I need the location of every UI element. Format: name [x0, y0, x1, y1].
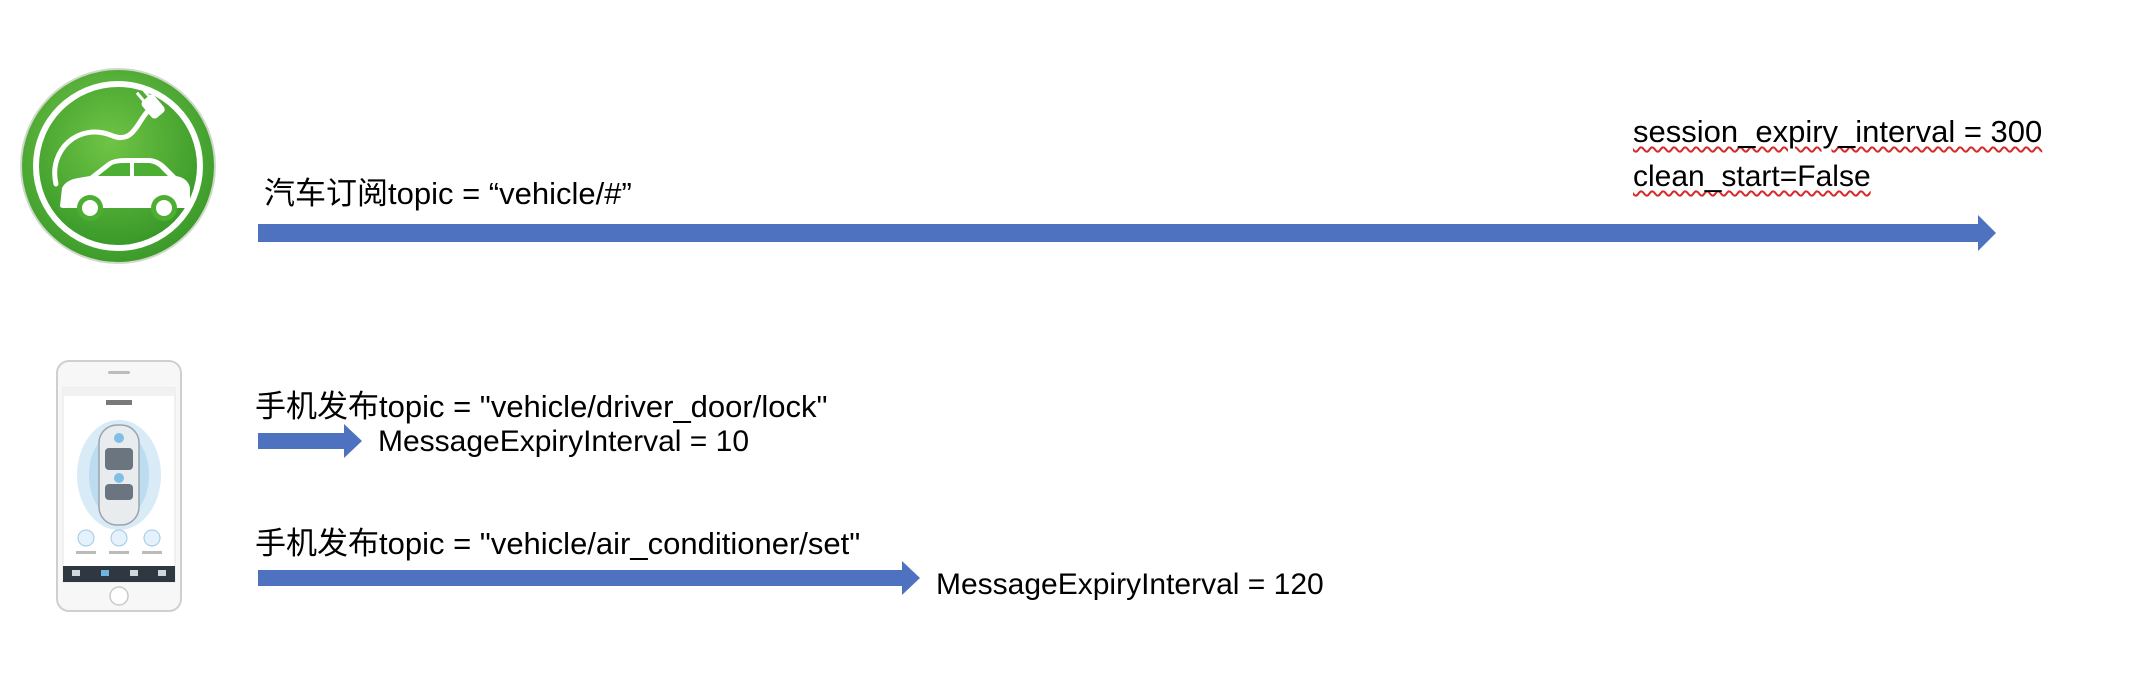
- publish-2-arrow: [258, 560, 924, 596]
- publish-2-label: 手机发布topic = "vehicle/air_conditioner/set…: [255, 526, 861, 561]
- smartphone-app-icon: [56, 360, 182, 612]
- ev-car-charging-icon: [18, 66, 218, 266]
- subscribe-arrow: [258, 213, 1998, 253]
- publish-1-expiry-label: MessageExpiryInterval = 10: [378, 425, 750, 458]
- publish-1-label: 手机发布topic = "vehicle/driver_door/lock": [255, 389, 828, 424]
- publish-2-expiry-label: MessageExpiryInterval = 120: [936, 568, 1324, 601]
- publish-1-arrow: [258, 423, 364, 459]
- car-subscribe-label: 汽车订阅topic = “vehicle/#”: [264, 176, 632, 211]
- session-expiry-label: session_expiry_interval = 300: [1633, 114, 2043, 149]
- clean-start-label: clean_start=False: [1633, 160, 1871, 193]
